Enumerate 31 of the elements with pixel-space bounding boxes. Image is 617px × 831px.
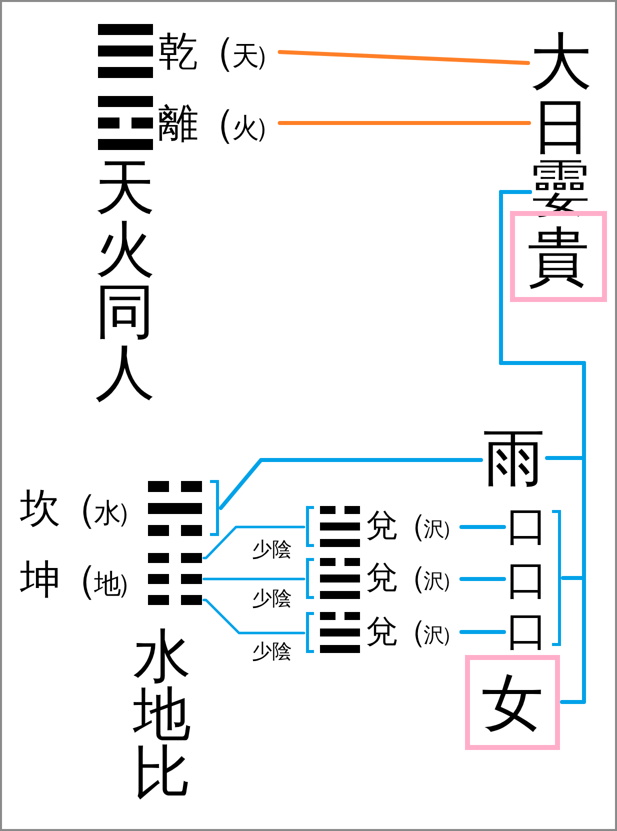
edge-label: 少陰	[251, 538, 293, 560]
connector-line	[278, 121, 531, 125]
edge-label: 少陰	[251, 640, 293, 662]
connector-line	[459, 525, 506, 529]
connector-line	[459, 577, 506, 581]
connector-line	[202, 578, 306, 580]
character: 口	[506, 505, 548, 547]
character: 口	[506, 559, 548, 601]
connector-line	[218, 458, 483, 510]
connector-line	[459, 630, 506, 634]
trigram-name: 兌（沢）	[366, 560, 460, 598]
trigram-name: 坎（水）	[20, 484, 140, 532]
trigram-name: 兌（沢）	[366, 508, 460, 546]
connector-line	[278, 50, 530, 65]
character: 大	[530, 31, 592, 93]
trigram-name: 離（火）	[158, 98, 278, 148]
character-box: 女	[465, 655, 560, 750]
trigram-name: 坤（地）	[20, 554, 140, 604]
trigram-name: 兌（沢）	[366, 614, 460, 652]
trigram-name: 乾（天）	[158, 26, 278, 76]
character-box: 貴	[510, 211, 607, 302]
hexagram-name: 天火同人	[95, 158, 155, 406]
character: 口	[506, 610, 548, 652]
connector-line	[499, 190, 586, 704]
edge-label: 少陰	[251, 587, 293, 609]
character: 日	[531, 97, 591, 157]
connector-line	[202, 526, 306, 560]
connector-line	[202, 598, 306, 634]
hexagram-name: 水地比	[133, 627, 191, 801]
character: 雨	[483, 427, 545, 489]
bracket	[552, 510, 561, 646]
